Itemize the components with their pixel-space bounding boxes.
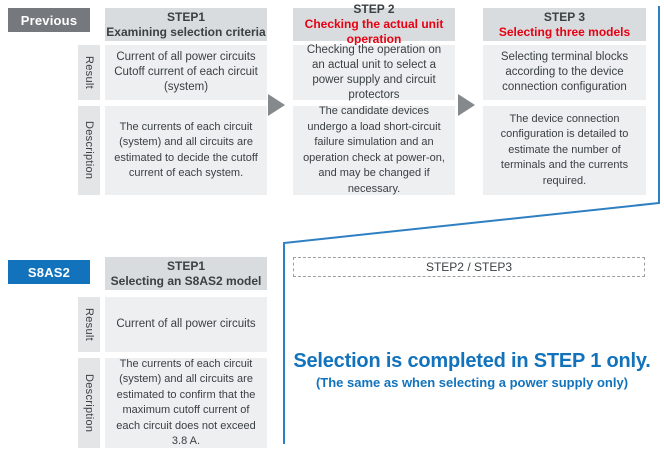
previous-step2-result: Checking the operation on an actual unit… [293,44,455,101]
s8as2-step1-title: STEP1 [166,258,205,273]
s8as2-badge: S8AS2 [8,260,90,284]
merged-step2-step3-placeholder: STEP2 / STEP3 [293,257,645,277]
s8as2-step1-header: STEP1 Selecting an S8AS2 model [105,257,267,290]
s8as2-description-row-label: Description [78,358,100,448]
completion-headline: Selection is completed in STEP 1 only. [293,350,651,372]
description-label-text: Description [83,373,95,433]
previous-step3-header: STEP 3 Selecting three models [483,8,646,41]
s8as2-step1-description: The currents of each circuit (system) an… [105,358,267,448]
result-label-text: Result [83,56,95,89]
step1-to-step2-arrow-icon [268,94,285,116]
description-label-text: Description [83,121,95,180]
s8as2-step1-result: Current of all power circuits [105,297,267,352]
previous-step2-header: STEP 2 Checking the actual unit operatio… [293,2,455,46]
previous-step1-result: Current of all power circuits Cutoff cur… [105,45,267,100]
previous-description-row-label: Description [78,106,100,195]
previous-result-row-label: Result [78,45,100,100]
step3-subtitle: Selecting three models [498,24,631,39]
step3-title: STEP 3 [543,9,586,24]
previous-step1-description: The currents of each circuit (system) an… [105,106,267,195]
completion-subheadline: (The same as when selecting a power supp… [315,375,629,390]
step1-subtitle: Examining selection criteria [106,24,266,39]
s8as2-result-row-label: Result [78,297,100,352]
step2-title: STEP 2 [353,2,395,16]
step2-to-step3-arrow-icon [458,94,475,116]
previous-step3-result: Selecting terminal blocks according to t… [483,45,646,100]
previous-step2-description: The candidate devices undergo a load sho… [293,105,455,195]
s8as2-step1-subtitle: Selecting an S8AS2 model [110,273,262,288]
step1-title: STEP1 [166,9,205,24]
previous-step3-description: The device connection configuration is d… [483,106,646,195]
previous-step1-header: STEP1 Examining selection criteria [105,8,267,41]
previous-badge: Previous [8,8,90,32]
result-label-text: Result [83,308,95,341]
